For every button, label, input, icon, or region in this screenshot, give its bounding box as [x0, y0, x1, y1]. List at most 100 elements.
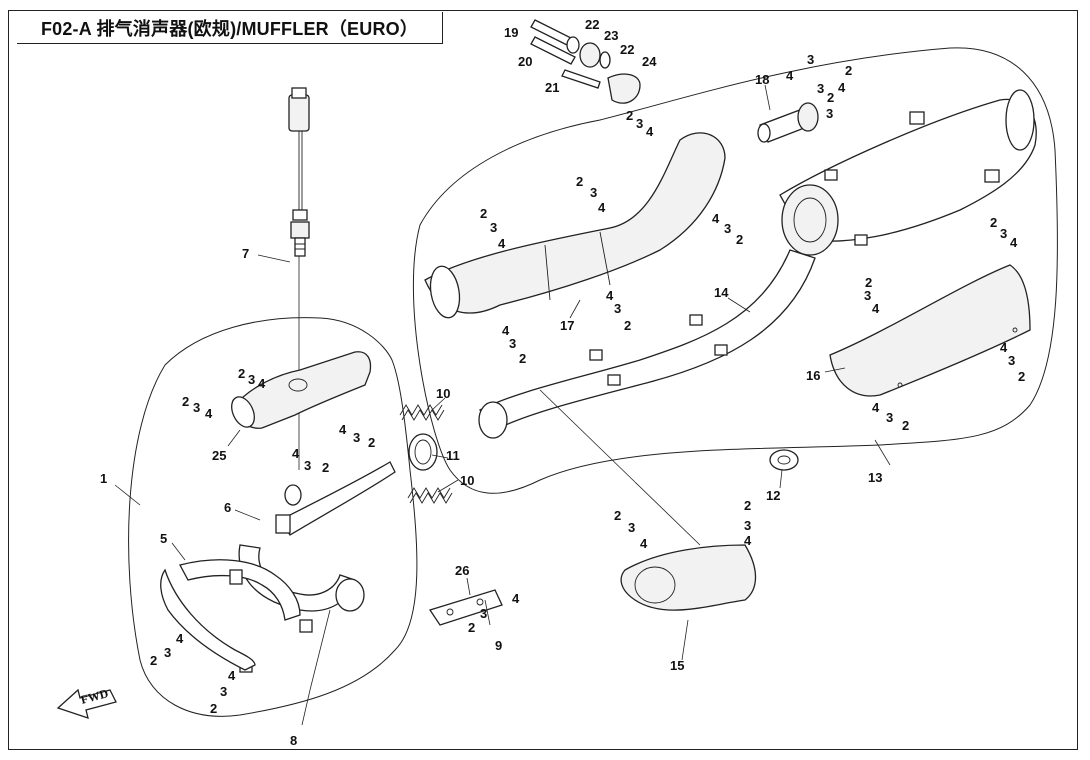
spring-lower: [407, 487, 453, 504]
fastener-f2-washer: 3: [248, 372, 255, 387]
title-block: F02-A 排气消声器(欧规)/MUFFLER（EURO）: [17, 12, 443, 44]
fastener-f11-lockwasher: 4: [646, 124, 654, 139]
callout-5: 5: [160, 531, 167, 546]
tail-end-cap: [620, 544, 757, 611]
fastener-f21-lockwasher: 4: [512, 591, 520, 606]
callout-11: 11: [446, 448, 460, 463]
fastener-f18-lockwasher: 4: [640, 536, 648, 551]
tailpipe-outlet: [757, 102, 819, 143]
fastener-f19-washer: 3: [744, 518, 751, 533]
callout-23: 23: [604, 28, 618, 43]
fastener-f21-bolt: 2: [468, 620, 475, 635]
callout-labels: 1 5 6 7 8 9 10 10 11 12 13 14 15 16 17 1…: [100, 17, 882, 748]
fastener-f11-washer: 3: [636, 116, 643, 131]
fastener-f3-washer: 3: [304, 458, 311, 473]
fastener-f9-bolt: 2: [576, 174, 583, 189]
fastener-f9-washer: 3: [590, 185, 597, 200]
fastener-f9-lockwasher: 4: [598, 200, 606, 215]
fastener-f20-lockwasher: 4: [838, 80, 846, 95]
fastener-f6-bolt: 2: [210, 701, 217, 716]
fastener-f10-lockwasher: 4: [606, 288, 614, 303]
fastener-f15-washer: 3: [864, 288, 871, 303]
front-exhaust-pipe: [160, 461, 396, 673]
fastener-f8-washer: 3: [509, 336, 516, 351]
fastener-f17-lockwasher: 4: [872, 400, 880, 415]
spring-upper: [399, 404, 445, 421]
fastener-f16-lockwasher: 4: [1000, 340, 1008, 355]
mounting-bracket: [428, 589, 503, 626]
heat-shield-front: [231, 351, 372, 429]
fastener-f1-bolt: 2: [182, 394, 189, 409]
callout-17: 17: [560, 318, 574, 333]
muffler-body: [779, 89, 1037, 256]
callout-14: 14: [714, 285, 729, 300]
diagram-title: F02-A 排气消声器(欧规)/MUFFLER（EURO）: [40, 18, 419, 39]
rubber-grommet: [769, 449, 799, 471]
fastener-f14-washer: 3: [1000, 226, 1007, 241]
fastener-f2-lockwasher: 4: [258, 376, 266, 391]
fastener-f3-lockwasher: 4: [292, 446, 300, 461]
fastener-f6-lockwasher: 4: [228, 668, 236, 683]
callout-7: 7: [242, 246, 249, 261]
front-pipe-group-outline: [128, 317, 418, 717]
fastener-f6-washer: 3: [220, 684, 227, 699]
fastener-extra-washer: 3: [826, 106, 833, 121]
fastener-f17-washer: 3: [886, 410, 893, 425]
fastener-f4-washer: 3: [353, 430, 360, 445]
fastener-f15-bolt: 2: [865, 275, 872, 290]
fastener-f18-washer: 3: [628, 520, 635, 535]
fastener-f18-bolt: 2: [614, 508, 621, 523]
fastener-f20-washer: 3: [817, 81, 824, 96]
drawing-frame: [8, 10, 1078, 750]
fastener-f10-washer: 3: [614, 301, 621, 316]
fastener-f8-bolt: 2: [519, 351, 526, 366]
oxygen-sensor: [288, 87, 310, 470]
callout-12: 12: [766, 488, 780, 503]
callout-13: 13: [868, 470, 882, 485]
fastener-callouts: 2 3 4 2 3 4 2 3 4 2 3 4 2 3 4 2 3 4 2 3 …: [150, 52, 1025, 716]
fastener-f17-bolt: 2: [902, 418, 909, 433]
callout-25: 25: [212, 448, 226, 463]
exhaust-gasket-ring: [408, 433, 438, 471]
muffler-group-outline: [412, 47, 1058, 494]
fastener-f12-lockwasher: 4: [712, 211, 720, 226]
callout-22-lower: 22: [620, 42, 634, 57]
fastener-f7-lockwasher: 4: [498, 236, 506, 251]
fastener-f21-washer: 3: [480, 606, 487, 621]
fastener-f13-washer: 3: [807, 52, 814, 67]
fastener-f5-lockwasher: 4: [176, 631, 184, 646]
fastener-f1-washer: 3: [193, 400, 200, 415]
fastener-f15-lockwasher: 4: [872, 301, 880, 316]
fastener-f5-washer: 3: [164, 645, 171, 660]
fastener-f5-bolt: 2: [150, 653, 157, 668]
callout-21: 21: [545, 80, 559, 95]
clamp-assembly: [530, 19, 641, 104]
fastener-f4-bolt: 2: [368, 435, 375, 450]
callout-9: 9: [495, 638, 502, 653]
fastener-f14-bolt: 2: [990, 215, 997, 230]
callout-10-lower: 10: [460, 473, 474, 488]
fastener-f12-bolt: 2: [736, 232, 743, 247]
callout-22-upper: 22: [585, 17, 599, 32]
fastener-f14-lockwasher: 4: [1010, 235, 1018, 250]
fastener-f3-bolt: 2: [322, 460, 329, 475]
muffler-heat-shield: [424, 132, 726, 319]
callout-26: 26: [455, 563, 469, 578]
fastener-f13-lockwasher: 4: [786, 68, 794, 83]
leader-lines: [114, 84, 891, 726]
callout-10-upper: 10: [436, 386, 450, 401]
callout-16: 16: [806, 368, 820, 383]
fastener-f4-lockwasher: 4: [339, 422, 347, 437]
callout-15: 15: [670, 658, 684, 673]
fastener-f8-lockwasher: 4: [502, 323, 510, 338]
fastener-f10-bolt: 2: [624, 318, 631, 333]
callout-1: 1: [100, 471, 107, 486]
fastener-f7-bolt: 2: [480, 206, 487, 221]
fastener-f13-bolt: 2: [845, 63, 852, 78]
fastener-f11-bolt: 2: [626, 108, 633, 123]
fastener-f16-bolt: 2: [1018, 369, 1025, 384]
fastener-f20-bolt: 2: [827, 90, 834, 105]
callout-6: 6: [224, 500, 231, 515]
callout-20: 20: [518, 54, 532, 69]
connecting-pipe: [478, 249, 816, 439]
